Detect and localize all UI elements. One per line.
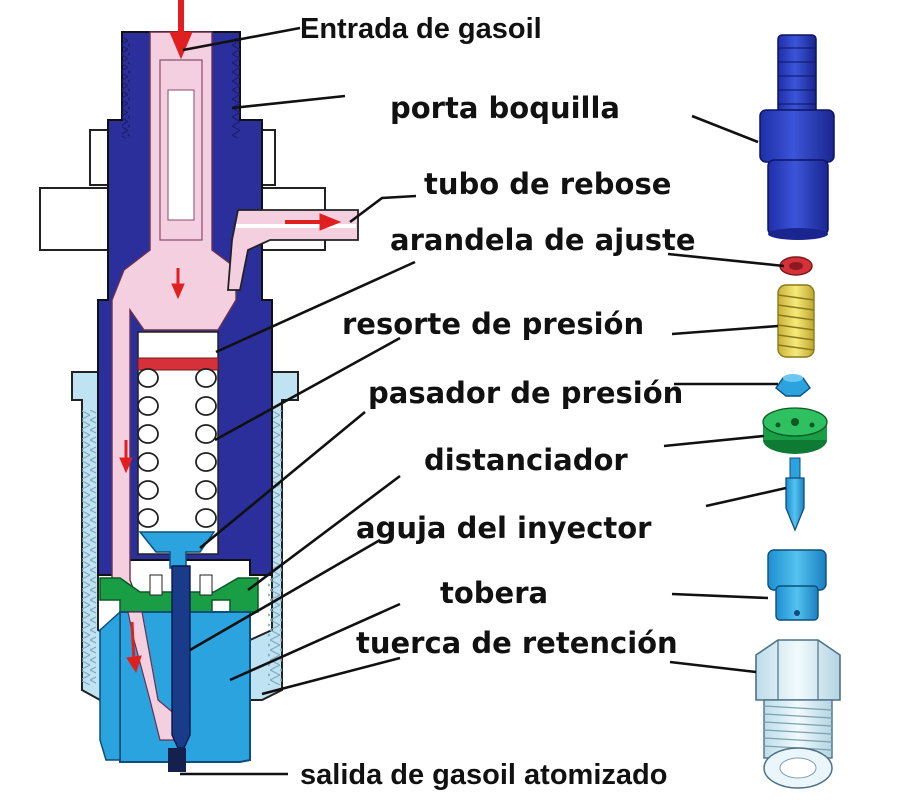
- leader-lines: [180, 26, 787, 776]
- label-nut: tuerca de retención: [356, 626, 678, 660]
- pressure-pin-part: [775, 374, 811, 397]
- spacer-part: [762, 407, 828, 454]
- needle-section: [171, 565, 191, 749]
- nozzle-part: [767, 549, 827, 621]
- needle-part: [785, 457, 805, 532]
- label-pin: pasador de presión: [368, 376, 683, 410]
- holder-part: [759, 34, 835, 240]
- label-nozzle: tobera: [440, 576, 548, 610]
- shim-part: [779, 256, 813, 276]
- label-spacer: distanciador: [424, 443, 628, 477]
- label-holder: porta boquilla: [390, 91, 620, 125]
- spring-part: [777, 284, 815, 358]
- exploded-parts: [755, 34, 841, 789]
- label-outlet: salida de gasoil atomizado: [300, 759, 667, 791]
- labels: Entrada de gasoil porta boquilla tubo de…: [300, 13, 696, 791]
- label-shim: arandela de ajuste: [390, 223, 696, 257]
- label-return-tube: tubo de rebose: [424, 167, 671, 201]
- spring-section: [137, 368, 217, 528]
- label-needle: aguja del inyector: [356, 511, 652, 545]
- return-pipe: [227, 209, 359, 291]
- shim-section: [137, 357, 219, 371]
- label-inlet: Entrada de gasoil: [300, 13, 542, 45]
- label-spring: resorte de presión: [342, 307, 644, 341]
- retention-nut-part: [755, 639, 841, 789]
- injector-cross-section: [39, 0, 359, 772]
- flow-arrows: [119, 0, 342, 674]
